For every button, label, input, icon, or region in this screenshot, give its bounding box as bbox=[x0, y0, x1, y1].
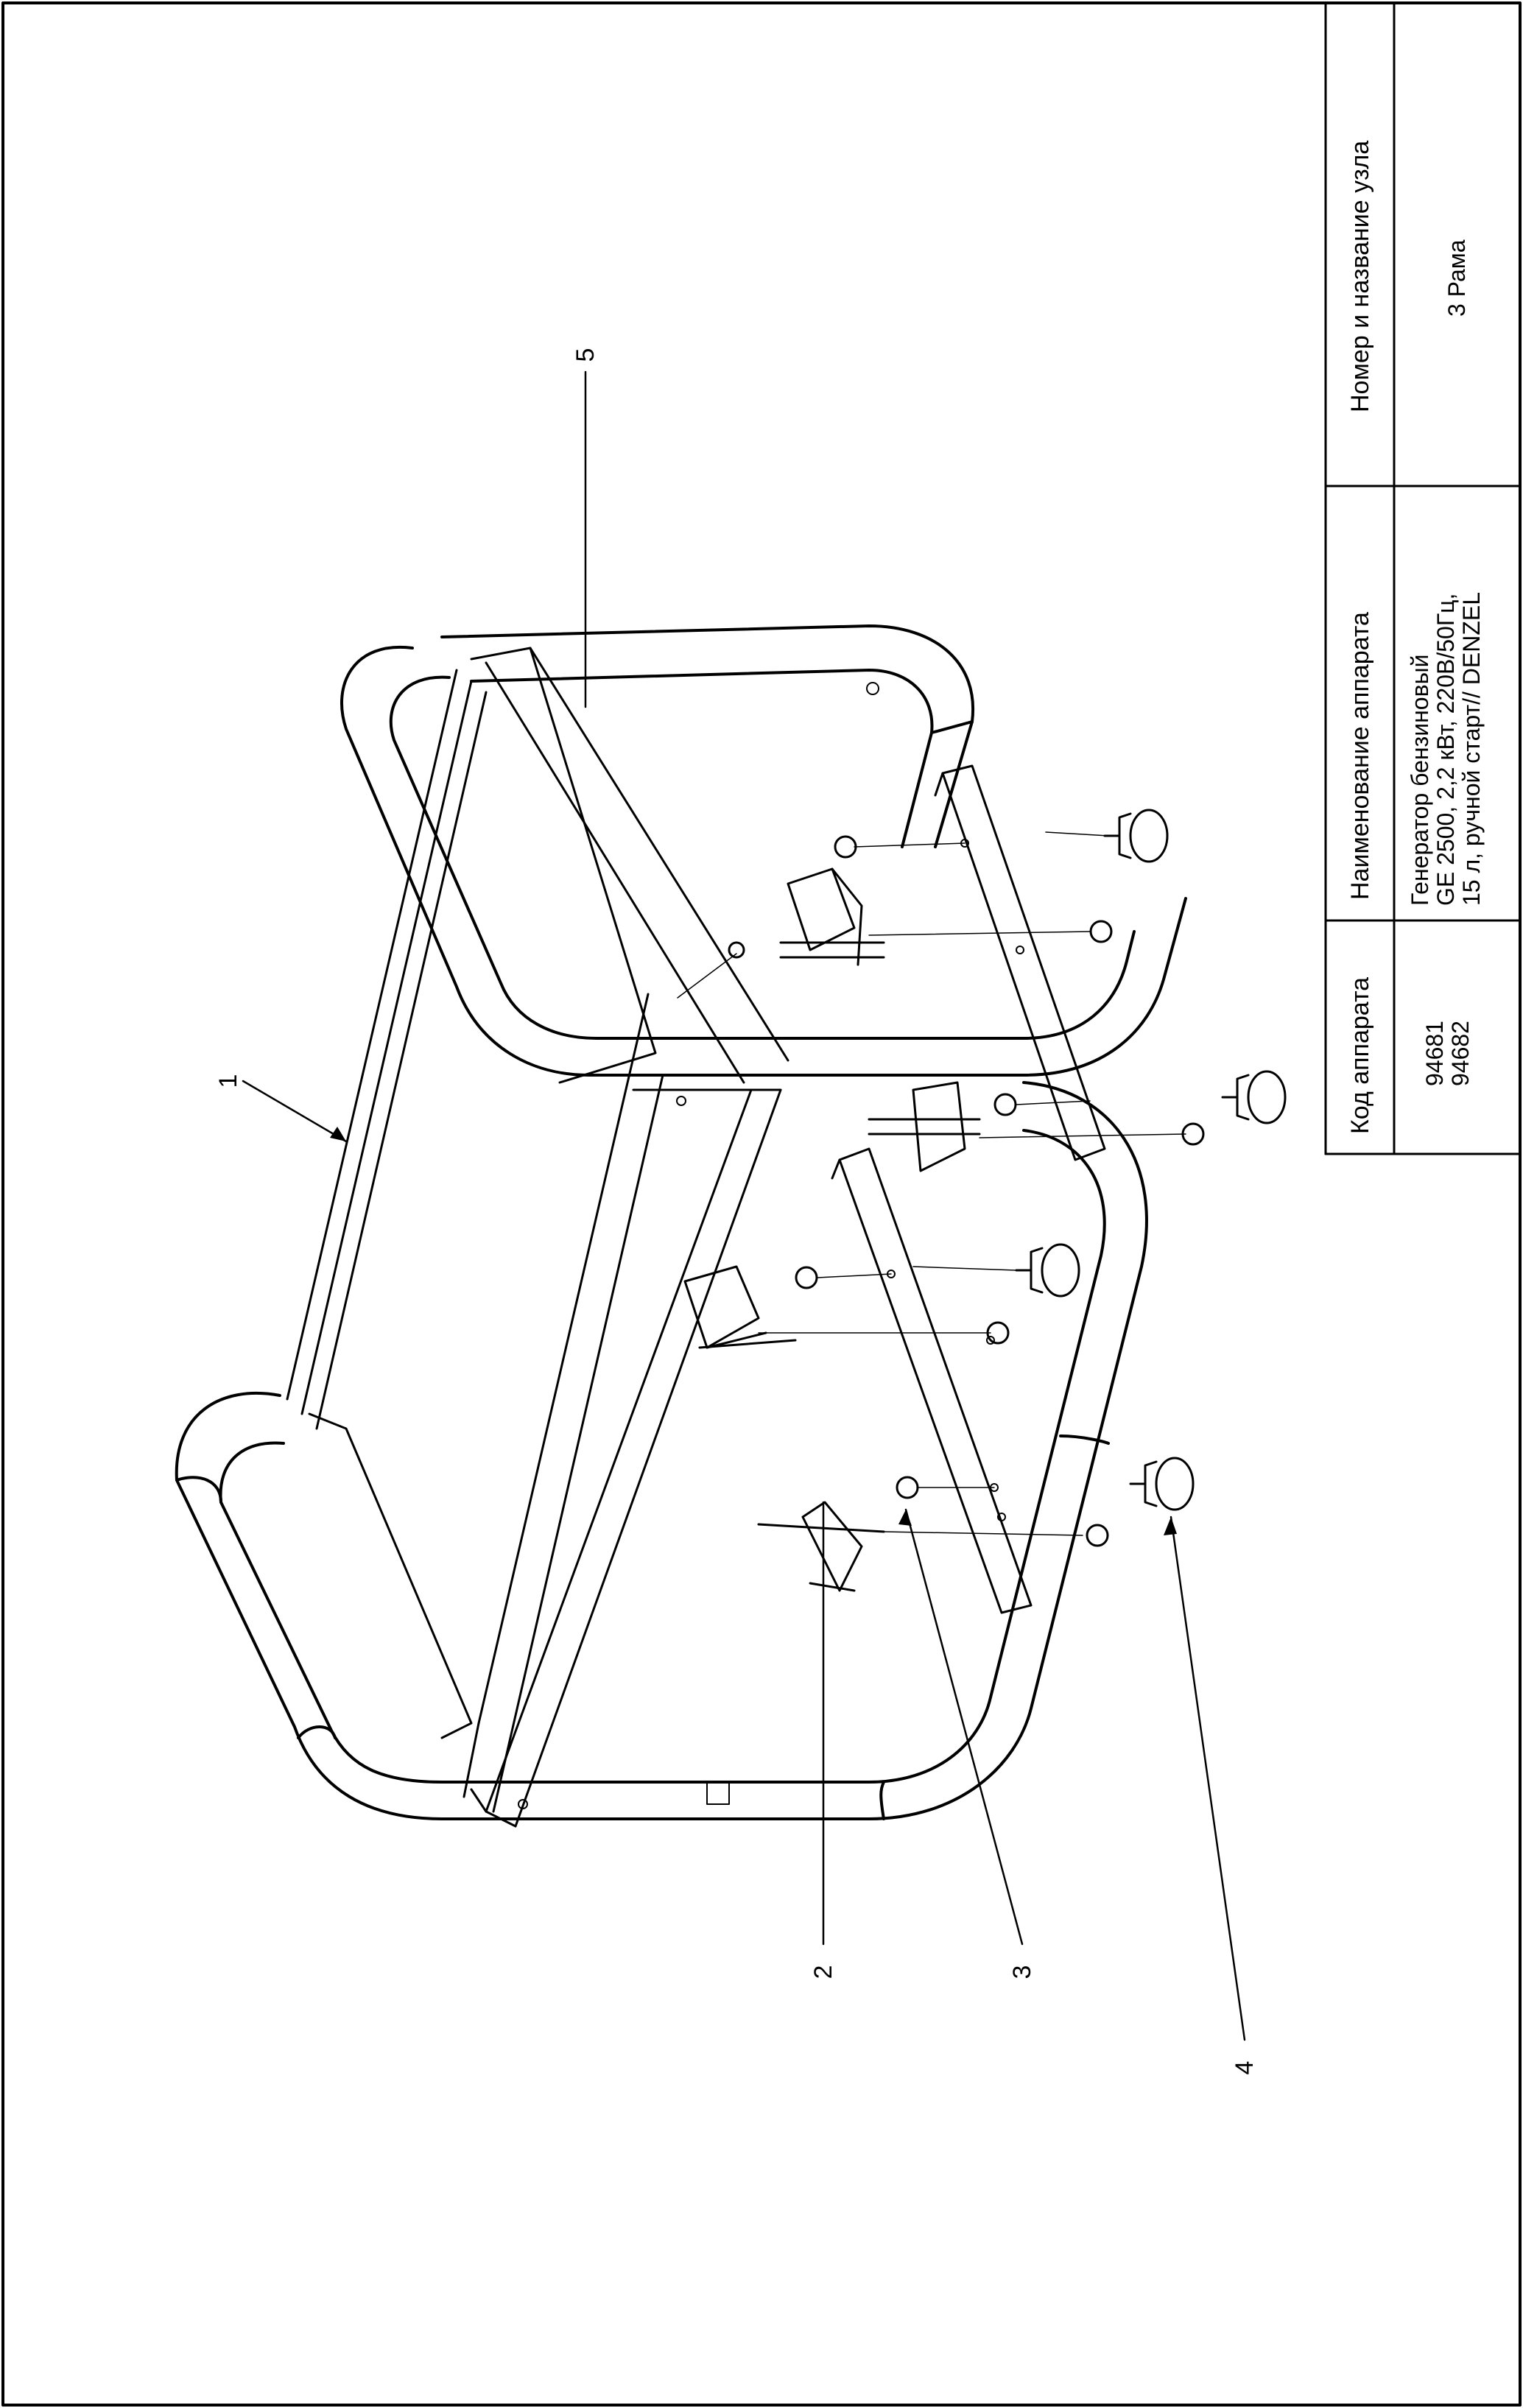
header-code: Код аппарата bbox=[1346, 976, 1374, 1134]
leader-lines bbox=[242, 370, 1246, 2041]
engine-bracket-lower-b bbox=[757, 1501, 885, 1592]
title-block-frame bbox=[1324, 1, 1522, 1155]
header-apparatus-name: Наименование аппарата bbox=[1346, 612, 1374, 900]
vibration-mount-2 bbox=[1221, 1070, 1287, 1124]
code-94682: 94682 bbox=[1447, 1021, 1474, 1086]
centre-lines bbox=[677, 831, 1186, 1536]
vibration-mount-3 bbox=[1015, 1243, 1080, 1298]
apparatus-name-line-1: Генератор бензиновый bbox=[1407, 654, 1433, 906]
apparatus-name-line-2: GE 2500, 2,2 кВт, 220В/50Гц, bbox=[1432, 593, 1459, 906]
callout-3: 3 bbox=[1008, 1965, 1036, 1979]
mounting-rail-upper bbox=[934, 764, 1106, 1161]
mounting-rail-lower bbox=[831, 1147, 1033, 1614]
engine-bracket-middle bbox=[868, 1081, 981, 1172]
callout-2: 2 bbox=[809, 1965, 837, 1979]
leader-4 bbox=[1169, 1515, 1246, 2041]
engine-bracket-upper bbox=[779, 867, 885, 966]
leader-1 bbox=[242, 1080, 348, 1143]
tabs-and-holes bbox=[518, 682, 1024, 1809]
callout-1: 1 bbox=[214, 1074, 242, 1088]
apparatus-name-line-3: 15 л, ручной старт// DENZEL bbox=[1458, 591, 1485, 906]
callout-5: 5 bbox=[571, 348, 599, 362]
code-94681: 94681 bbox=[1421, 1021, 1448, 1086]
engine-bracket-lower-a bbox=[683, 1265, 797, 1349]
cross-member-top bbox=[470, 647, 789, 1828]
header-unit-name: Номер и название узла bbox=[1346, 140, 1374, 412]
unit-name: 3 Рама bbox=[1443, 239, 1470, 317]
leader-arrows bbox=[330, 1127, 1177, 1535]
channel-rail-left bbox=[286, 669, 664, 1813]
vibration-mount-1 bbox=[1103, 809, 1169, 863]
leader-3 bbox=[904, 1508, 1024, 1946]
vibration-mount-4 bbox=[1129, 1457, 1195, 1511]
frame-tube-left-loop bbox=[175, 1081, 1148, 1820]
callout-4: 4 bbox=[1231, 2060, 1259, 2075]
frame-tube-right-loop bbox=[340, 624, 1187, 1077]
